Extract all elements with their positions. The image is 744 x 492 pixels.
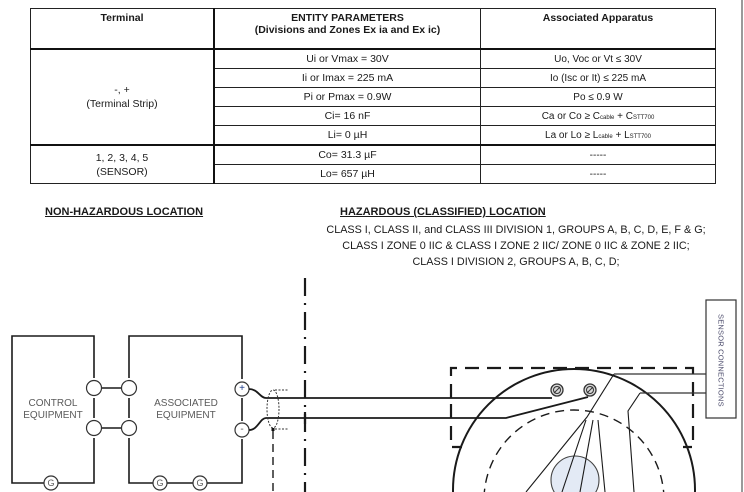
sensor-pins: 1, 2, 3, 4, 5 xyxy=(95,151,149,164)
associated-equipment-label: ASSOCIATED EQUIPMENT xyxy=(136,398,236,422)
assoc-mid: + L xyxy=(612,129,630,141)
assoc-subscript: STT700 xyxy=(632,114,655,121)
terminal-circle xyxy=(85,379,103,397)
terminal-circle xyxy=(85,419,103,437)
table-row: Lo= 657 µH ----- xyxy=(31,164,716,184)
ground-label: G xyxy=(196,478,204,488)
assoc-main: Ca or Co ≥ C xyxy=(541,110,600,122)
assoc-subscript: STT700 xyxy=(629,133,651,140)
control-equipment-label: CONTROL EQUIPMENT xyxy=(12,398,94,422)
ground-label: G xyxy=(156,478,164,488)
assoc-main: La or Lo ≥ L xyxy=(545,129,599,141)
label-line: EQUIPMENT xyxy=(156,410,216,421)
field-wire-negative xyxy=(248,396,589,431)
hazardous-line: CLASS I ZONE 0 IIC & CLASS I ZONE 2 IIC/… xyxy=(342,240,690,252)
entity-value: Lo= 657 µH xyxy=(213,164,481,184)
non-hazardous-location-title: NON-HAZARDOUS LOCATION xyxy=(45,206,204,218)
table-row: Ii or Imax = 225 mA Io (Isc or It) ≤ 225… xyxy=(31,68,716,88)
screw-terminal-icon xyxy=(583,383,597,397)
header-associated-apparatus: Associated Apparatus xyxy=(480,8,716,50)
screw-terminal-icon xyxy=(550,383,564,397)
terminal-strip-pins: -, + xyxy=(114,84,130,96)
terminal-circle xyxy=(120,419,138,437)
ground-label: G xyxy=(47,478,55,488)
hazardous-line: CLASS I DIVISION 2, GROUPS A, B, C, D; xyxy=(412,256,620,268)
sensor-connections-box xyxy=(705,299,737,419)
header-entity-parameters: ENTITY PARAMETERS (Divisions and Zones E… xyxy=(213,8,481,50)
sensor-connections-label: SENSOR CONNECTIONS xyxy=(716,313,726,407)
sensor-element-icon xyxy=(550,455,600,492)
assoc-subscript: cable xyxy=(598,133,613,140)
entity-value: Ci= 16 nF xyxy=(213,106,481,126)
hazardous-location-title: HAZARDOUS (CLASSIFIED) LOCATION xyxy=(340,206,546,218)
header-terminal: Terminal xyxy=(30,8,215,50)
table-row: Li= 0 µH La or Lo ≥ Lcable + LSTT700 xyxy=(31,125,716,146)
associated-value: Ca or Co ≥ Ccable + CSTT700 xyxy=(480,106,716,126)
transmitter-housing xyxy=(452,368,696,492)
cable-shield-icon xyxy=(266,389,280,429)
minus-label: - xyxy=(240,424,244,435)
table-row: Pi or Pmax = 0.9W Po ≤ 0.9 W xyxy=(31,87,716,107)
page-edge-divider xyxy=(741,0,743,492)
table-row: 1, 2, 3, 4, 5 (SENSOR) Co= 31.3 µF ----- xyxy=(30,144,716,184)
hazardous-classification-list: CLASS I, CLASS II, and CLASS III DIVISIO… xyxy=(290,222,742,270)
assoc-subscript: cable xyxy=(599,114,615,121)
field-wire-positive xyxy=(248,388,552,399)
header-entity-line1: ENTITY PARAMETERS xyxy=(291,12,404,24)
assoc-mid: + C xyxy=(614,110,633,122)
label-line: ASSOCIATED xyxy=(154,398,218,409)
ground-icon xyxy=(192,475,208,491)
terminal-cell-sensor: 1, 2, 3, 4, 5 (SENSOR) xyxy=(30,144,215,184)
inner-housing-outline xyxy=(483,409,665,492)
label-line: EQUIPMENT xyxy=(23,410,83,421)
entity-value: Li= 0 µH xyxy=(213,125,481,146)
terminal-cell-strip: -, + (Terminal Strip) xyxy=(30,48,215,146)
control-equipment-box xyxy=(11,335,95,484)
plus-label: + xyxy=(239,383,245,394)
ground-icon xyxy=(152,475,168,491)
entity-parameters-table: Terminal ENTITY PARAMETERS (Divisions an… xyxy=(30,8,716,184)
enclosure-outline xyxy=(449,366,695,449)
associated-equipment-box xyxy=(128,335,243,379)
sensor-label: (SENSOR) xyxy=(96,165,148,178)
terminal-strip-label: (Terminal Strip) xyxy=(86,98,158,110)
ground-icon xyxy=(43,475,59,491)
label-line: CONTROL xyxy=(28,398,78,409)
hazardous-line: CLASS I, CLASS II, and CLASS III DIVISIO… xyxy=(326,224,706,236)
table-row: -, + (Terminal Strip) Ui or Vmax = 30V U… xyxy=(30,48,716,146)
table-row: Ci= 16 nF Ca or Co ≥ Ccable + CSTT700 xyxy=(31,106,716,126)
associated-value: ----- xyxy=(480,164,716,184)
terminal-circle xyxy=(120,379,138,397)
table-header-row: Terminal ENTITY PARAMETERS (Divisions an… xyxy=(30,8,716,50)
header-entity-line2: (Divisions and Zones Ex ia and Ex ic) xyxy=(254,24,441,36)
